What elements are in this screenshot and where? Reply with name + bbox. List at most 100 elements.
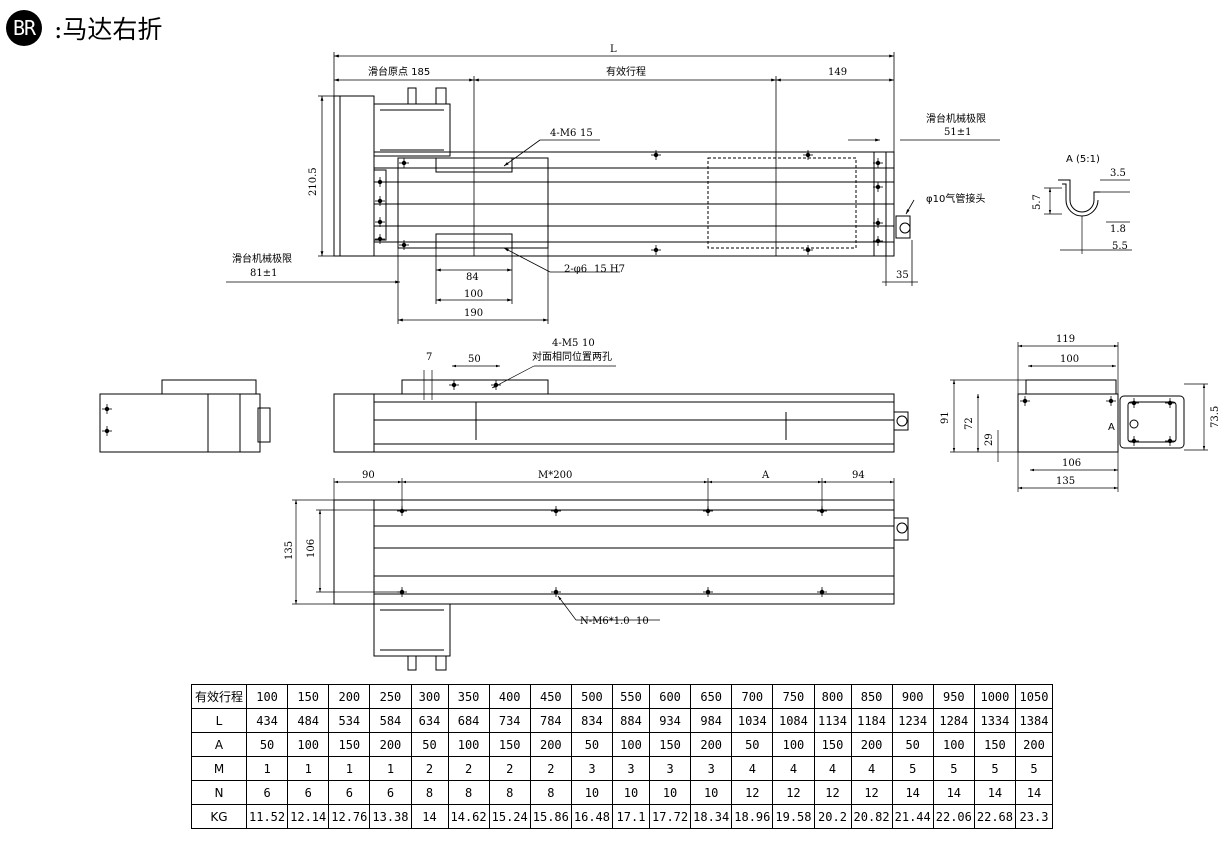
- spec-row-label: KG: [191, 804, 247, 829]
- bracket-hole-4: [1165, 436, 1175, 446]
- spec-cell: 150: [973, 732, 1017, 757]
- bottom-hole-4: [817, 506, 827, 516]
- right-end-view: [950, 342, 1208, 492]
- dim-overall-length: L: [610, 44, 617, 55]
- bottom-view-holes: [397, 506, 827, 597]
- spec-cell: 16.48: [570, 804, 614, 829]
- detail-dim-1-8: 1.8: [1110, 224, 1126, 235]
- bottom-hole-1: [397, 506, 407, 516]
- bottom-dim-m200: M*200: [538, 470, 572, 481]
- spec-cell: 10: [612, 780, 650, 805]
- spec-cell: 12: [813, 780, 852, 805]
- spec-cell: 6: [245, 780, 289, 805]
- bottom-hole-spec: N-M6*1.0: [580, 616, 630, 627]
- spec-cell: 18.96: [731, 804, 774, 829]
- end-dim-106: 106: [1062, 458, 1081, 469]
- mech-limit-right-label: 滑台机械极限: [926, 112, 986, 125]
- spec-cell: 12: [850, 780, 893, 805]
- spec-cell: 150: [287, 684, 330, 709]
- mech-limit-right-value: 51±1: [944, 127, 971, 138]
- spec-cell: 800: [813, 684, 852, 709]
- spec-cell: 434: [245, 708, 289, 733]
- spec-cell: 1: [328, 756, 371, 781]
- spec-cell: 900: [891, 684, 934, 709]
- spec-cell: 3: [612, 756, 650, 781]
- spec-cell: 150: [648, 732, 692, 757]
- end-dim-29: 29: [984, 433, 995, 446]
- spec-cell: 22.68: [973, 804, 1017, 829]
- spec-cell: 14: [973, 780, 1017, 805]
- detail-a-view: [1044, 179, 1132, 254]
- spec-cell: 1: [369, 756, 412, 781]
- end-dim-100: 100: [1060, 354, 1079, 365]
- spec-cell: 50: [245, 732, 289, 757]
- hole-spec-top: 4-M6: [550, 128, 576, 139]
- spec-cell: 150: [328, 732, 371, 757]
- end-mount-hole-2: [1106, 396, 1116, 406]
- detail-dim-3-5: 3.5: [1110, 168, 1126, 179]
- spec-cell: 1184: [850, 708, 893, 733]
- side-view-labels: 4-M5 10 对面相同位置两孔 7 50: [426, 338, 612, 365]
- spec-cell: 18.34: [690, 804, 733, 829]
- bracket-hole-3: [1129, 436, 1139, 446]
- dim-right-offset: 149: [828, 67, 847, 78]
- spec-cell: 14: [932, 780, 975, 805]
- spec-cell: 4: [772, 756, 815, 781]
- spec-cell: 4: [731, 756, 774, 781]
- spec-cell: 200: [328, 684, 371, 709]
- top-view-holes: [375, 150, 883, 255]
- spec-cell: 15.86: [529, 804, 572, 829]
- mount-hole-1: [375, 177, 385, 187]
- spec-cell: 50: [410, 732, 449, 757]
- end-dim-72: 72: [964, 417, 975, 430]
- spec-cell: 5: [932, 756, 975, 781]
- bottom-hole-7: [703, 587, 713, 597]
- spec-cell: 750: [772, 684, 815, 709]
- spec-cell: 1384: [1015, 708, 1053, 733]
- spec-cell: 950: [932, 684, 975, 709]
- dim-84: 84: [466, 272, 479, 283]
- spec-cell: 8: [529, 780, 572, 805]
- side-view: [333, 364, 909, 453]
- left-end-hole-1: [102, 404, 112, 414]
- spec-cell: 2: [410, 756, 449, 781]
- spec-cell: 3: [690, 756, 733, 781]
- side-dim-50: 50: [468, 354, 481, 365]
- spec-cell: 21.44: [891, 804, 934, 829]
- spec-cell: 14: [1015, 780, 1053, 805]
- spec-cell: 2: [488, 756, 531, 781]
- spec-cell: 684: [447, 708, 490, 733]
- dim-35: 35: [896, 270, 909, 281]
- spec-cell: 12: [772, 780, 815, 805]
- left-end-view: [99, 379, 271, 453]
- dim-effective-stroke: 有效行程: [606, 65, 646, 78]
- spec-cell: 17.72: [648, 804, 692, 829]
- bottom-dim-a: A: [761, 470, 770, 481]
- spec-cell: 13.38: [369, 804, 412, 829]
- spec-cell: 14: [891, 780, 934, 805]
- spec-cell: 19.58: [772, 804, 815, 829]
- bottom-hole-3: [703, 506, 713, 516]
- spec-cell: 150: [488, 732, 531, 757]
- spec-cell: 484: [287, 708, 330, 733]
- spec-cell: 200: [529, 732, 572, 757]
- pin-spec-depth: 15 H7: [594, 264, 625, 275]
- spec-cell: 734: [488, 708, 531, 733]
- spec-cell: 150: [813, 732, 852, 757]
- spec-cell: 4: [813, 756, 852, 781]
- spec-cell: 400: [488, 684, 531, 709]
- spec-cell: 984: [690, 708, 733, 733]
- end-mount-hole-1: [1020, 396, 1030, 406]
- top-view: [333, 87, 911, 257]
- side-hole-2: [491, 380, 501, 390]
- right-end-holes: [1020, 396, 1175, 446]
- side-hole-spec: 4-M5: [552, 338, 578, 349]
- spec-cell: 8: [410, 780, 449, 805]
- spec-cell: 1334: [973, 708, 1017, 733]
- spec-cell: 1000: [973, 684, 1017, 709]
